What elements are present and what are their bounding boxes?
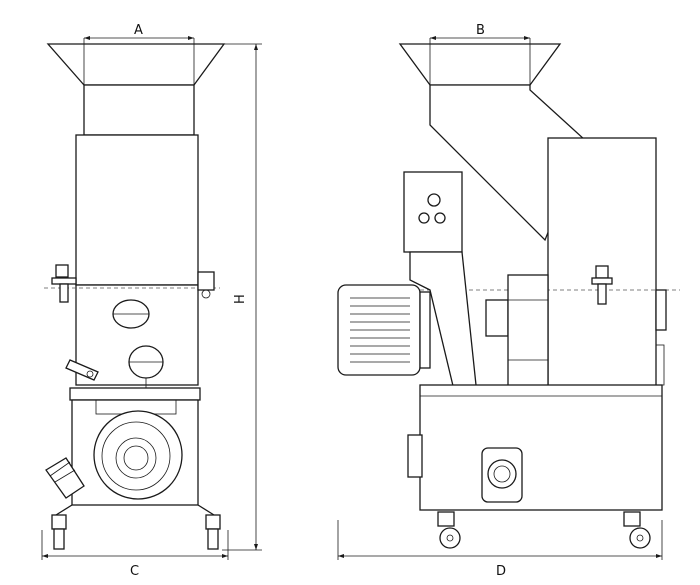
front-left-caster (51, 514, 67, 530)
dimensions (41, 36, 663, 560)
side-view (337, 43, 680, 549)
side-hopper (398, 43, 562, 86)
side-right-caster (623, 511, 641, 527)
label-b: B (476, 23, 485, 38)
label-a: A (134, 23, 143, 38)
side-pulley-housing (507, 274, 549, 388)
side-cutting-chamber (547, 137, 657, 389)
side-left-caster (437, 511, 455, 527)
front-neck (83, 84, 195, 136)
side-clamp-knob (595, 265, 609, 279)
front-outlet-spout (45, 457, 85, 499)
label-h: H (233, 294, 248, 304)
side-base-frame (419, 384, 663, 511)
front-hopper (46, 43, 226, 86)
front-blower-housing (93, 410, 183, 500)
front-cutting-chamber (75, 134, 199, 286)
side-control-box (403, 171, 463, 253)
label-c: C (130, 564, 139, 579)
front-view (44, 43, 226, 550)
front-clamp-knob (55, 264, 69, 278)
front-lever (65, 359, 99, 381)
front-right-caster (205, 514, 221, 530)
label-d: D (496, 564, 506, 579)
